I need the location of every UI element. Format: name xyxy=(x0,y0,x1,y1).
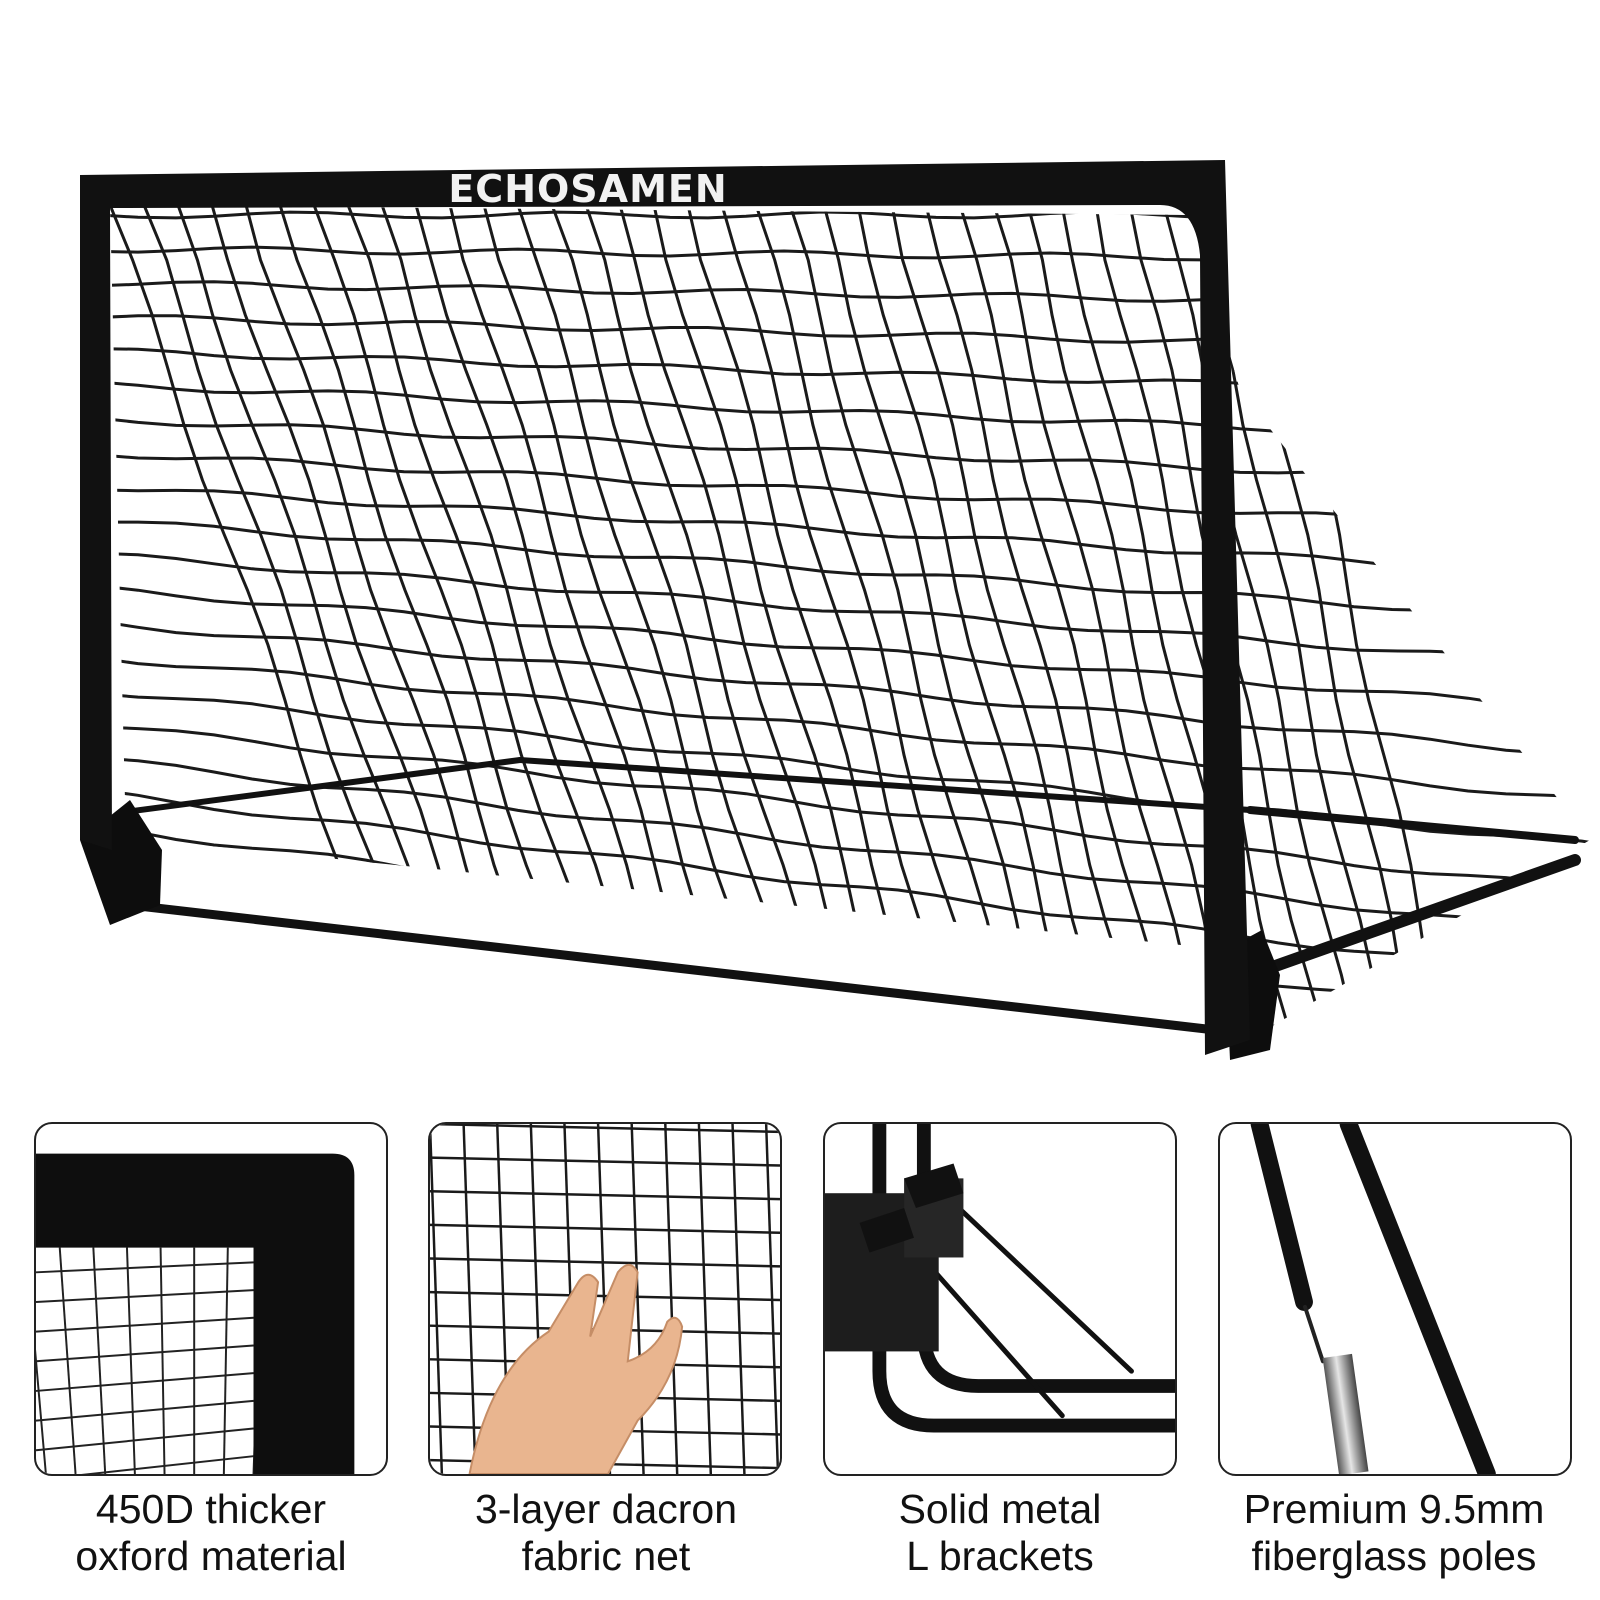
net-hand-icon xyxy=(430,1124,780,1474)
brand-logo: ECHOSAMEN xyxy=(448,167,727,211)
feature-caption-brackets: Solid metal L brackets xyxy=(898,1486,1102,1579)
feature-panel-poles xyxy=(1218,1122,1572,1476)
bracket-icon xyxy=(825,1124,1175,1433)
feature-caption-poles: Premium 9.5mm fiberglass poles xyxy=(1243,1486,1545,1579)
feature-caption-net: 3-layer dacron fabric net xyxy=(474,1486,738,1579)
feature-caption-oxford: 450D thicker oxford material xyxy=(75,1486,347,1579)
pole-icon xyxy=(1250,1124,1496,1474)
feature-panel-net xyxy=(428,1122,782,1476)
feature-panel-oxford xyxy=(34,1122,388,1476)
goal-net xyxy=(110,205,1590,1045)
feature-panel-brackets xyxy=(823,1122,1177,1476)
frame-corner-icon xyxy=(36,1153,355,1474)
hand-icon xyxy=(468,1263,684,1474)
goal-ground-frame xyxy=(122,757,1581,1035)
soccer-goal-illustration: ECHOSAMEN xyxy=(80,160,1590,1060)
